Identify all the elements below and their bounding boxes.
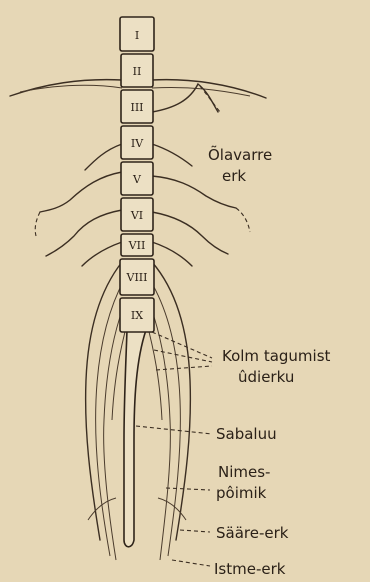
vertebra-1-numeral: I bbox=[135, 29, 139, 42]
spinal-cord-lower bbox=[124, 324, 146, 547]
vertebra-8-numeral: VIII bbox=[126, 271, 148, 284]
label-nimes-line1: Nimes- bbox=[218, 463, 270, 481]
vertebra-9-numeral: IX bbox=[131, 309, 143, 322]
label-kolm-line2: ûdierku bbox=[238, 368, 294, 386]
vertebra-2-numeral: II bbox=[133, 65, 142, 78]
leader-istme bbox=[172, 560, 210, 566]
label-saare: Sääre-erk bbox=[216, 524, 289, 542]
wing-outline-left bbox=[35, 212, 40, 236]
leader-sabaluu bbox=[136, 426, 212, 434]
label-olavarre-line1: Õlavarre bbox=[208, 145, 272, 164]
label-olavarre-line2: erk bbox=[222, 167, 246, 185]
nerve-left-7 bbox=[82, 242, 122, 266]
label-nimes-line2: pôimik bbox=[216, 484, 267, 502]
leader-kolm-3 bbox=[156, 366, 212, 370]
nerve-left-4 bbox=[85, 144, 122, 170]
vertebra-6-numeral: VI bbox=[130, 209, 143, 222]
nerve-right-6 bbox=[152, 212, 228, 254]
vertebra-4-numeral: IV bbox=[131, 137, 144, 150]
leader-nimes bbox=[166, 488, 210, 490]
shoulder-arch-right bbox=[152, 80, 266, 98]
leader-kolm-2 bbox=[154, 350, 212, 362]
wing-outline-right bbox=[236, 208, 250, 232]
plexus-left-mid2 bbox=[104, 300, 126, 560]
vertebra-7-numeral: VII bbox=[128, 239, 146, 252]
plexus-left-outer bbox=[86, 262, 122, 540]
nerve-left-5 bbox=[40, 172, 122, 212]
label-kolm-line1: Kolm tagumist bbox=[222, 347, 331, 365]
nerve-right-7 bbox=[152, 242, 192, 266]
plexus-right-outer bbox=[152, 262, 190, 540]
nerve-left-6 bbox=[46, 210, 122, 256]
vertebra-3-numeral: III bbox=[130, 101, 143, 114]
vertebra-5-numeral: V bbox=[132, 173, 142, 186]
shoulder-arch-left bbox=[10, 80, 122, 96]
leader-saare bbox=[180, 530, 210, 532]
label-sabaluu: Sabaluu bbox=[216, 425, 277, 443]
label-istme: Istme-erk bbox=[214, 560, 286, 578]
nerve-right-4 bbox=[152, 144, 192, 166]
